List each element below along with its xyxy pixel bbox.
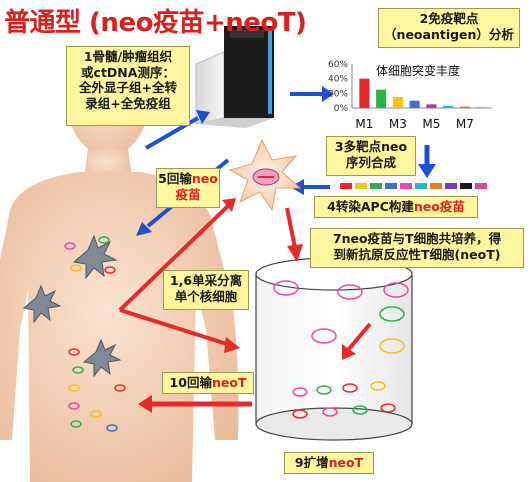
sequence-segment bbox=[430, 183, 442, 189]
sequence-segment bbox=[385, 183, 397, 189]
step-1-line-2: 或ctDNA测序： bbox=[81, 64, 175, 80]
sequence-segment bbox=[475, 183, 487, 189]
chart-xtick-label: M7 bbox=[456, 117, 474, 131]
page-title: 普通型 (neo疫苗+neoT) bbox=[4, 8, 307, 38]
neo-sequence-strip bbox=[340, 183, 487, 189]
chart-bar-M1 bbox=[359, 78, 370, 108]
chart-title: 体细胞突变丰度 bbox=[376, 64, 461, 78]
sequence-segment bbox=[340, 183, 352, 189]
sequencer-machine-image bbox=[195, 26, 274, 128]
chart-xtick-label: M1 bbox=[355, 117, 373, 131]
step-5-text: 5回输 bbox=[158, 171, 192, 186]
step-3-line-1: 3多靶点neo bbox=[334, 139, 408, 154]
step-4-highlight: neo疫苗 bbox=[413, 199, 465, 214]
step-10-highlight: neoT bbox=[211, 375, 247, 390]
chart-bar-M4 bbox=[409, 100, 420, 108]
chart-bar-M5 bbox=[426, 104, 437, 108]
sequence-segment bbox=[460, 183, 472, 189]
chart-xtick-label: M3 bbox=[389, 117, 407, 131]
step-1-line-3: 全外显子组+全转 bbox=[79, 80, 177, 96]
chart-bar-M6 bbox=[443, 105, 454, 108]
step-4-text: 4转染APC构建 bbox=[327, 199, 414, 214]
step-2-line-2: （neoantigen）分析 bbox=[384, 26, 514, 42]
sequence-segment bbox=[355, 183, 367, 189]
step-5-highlight-2: 疫苗 bbox=[175, 186, 201, 202]
tumor-cells bbox=[22, 234, 122, 378]
chart-bar-M2 bbox=[376, 89, 387, 108]
step-7-line-1: 7neo疫苗与T细胞共培养，得 bbox=[332, 231, 502, 246]
red-arrows bbox=[118, 198, 372, 413]
step-4-apc-box: 4转染APC构建neo疫苗 bbox=[314, 196, 478, 218]
chart-bar-M8 bbox=[476, 107, 487, 108]
chart-bar-M3 bbox=[392, 97, 403, 108]
apc-vaccine-cell bbox=[228, 138, 302, 212]
step-6-line-2: 单个核细胞 bbox=[174, 288, 238, 304]
step-10-text: 10回输 bbox=[169, 375, 212, 390]
step-5-reinfusion-box: 5回输neo 疫苗 bbox=[156, 168, 220, 208]
chart-ytick-label: 60% bbox=[328, 60, 348, 70]
step-3-synthesis-box: 3多靶点neo 序列合成 bbox=[326, 136, 416, 176]
step-1-line-4: 录组+全免疫组 bbox=[85, 95, 171, 111]
step-3-line-2: 序列合成 bbox=[345, 154, 396, 170]
step-1-sequencing-box: 1骨髓/肿瘤组织 或ctDNA测序： 全外显子组+全转 录组+全免疫组 bbox=[66, 46, 190, 126]
step-7-line-2: 到新抗原反应性T细胞(neoT) bbox=[333, 246, 501, 262]
chart-ytick-label: 20% bbox=[328, 89, 348, 99]
step-9-highlight: neoT bbox=[328, 455, 364, 470]
step-2-line-1: 2免疫靶点 bbox=[419, 11, 479, 26]
step-1-line-1: 1骨髓/肿瘤组织 bbox=[83, 49, 173, 64]
mutation-abundance-chart: 60% 40% 20% 0% M1 M3 M5 M7 bbox=[328, 60, 492, 131]
step-9-expansion-box: 9扩增neoT bbox=[284, 452, 374, 474]
sequence-segment bbox=[415, 183, 427, 189]
step-9-text: 9扩增 bbox=[294, 455, 329, 470]
sequence-segment bbox=[445, 183, 457, 189]
step-6-apheresis-box: 1,6单采分离 单个核细胞 bbox=[163, 270, 249, 310]
chart-xtick-label: M5 bbox=[422, 117, 440, 131]
sequence-segment bbox=[370, 183, 382, 189]
chart-ytick-label: 40% bbox=[328, 75, 348, 85]
step-10-reinfusion-box: 10回输neoT bbox=[162, 372, 254, 394]
step-5-highlight: neo bbox=[191, 171, 218, 186]
step-6-line-1: 1,6单采分离 bbox=[169, 273, 243, 288]
chart-ytick-label: 0% bbox=[334, 104, 349, 114]
t-cell-markers bbox=[64, 236, 409, 432]
chart-bar-M7 bbox=[459, 106, 470, 108]
step-7-coculture-box: 7neo疫苗与T细胞共培养，得 到新抗原反应性T细胞(neoT) bbox=[310, 228, 524, 268]
sequence-segment bbox=[400, 183, 412, 189]
step-2-neoantigen-box: 2免疫靶点 （neoantigen）分析 bbox=[378, 8, 520, 48]
